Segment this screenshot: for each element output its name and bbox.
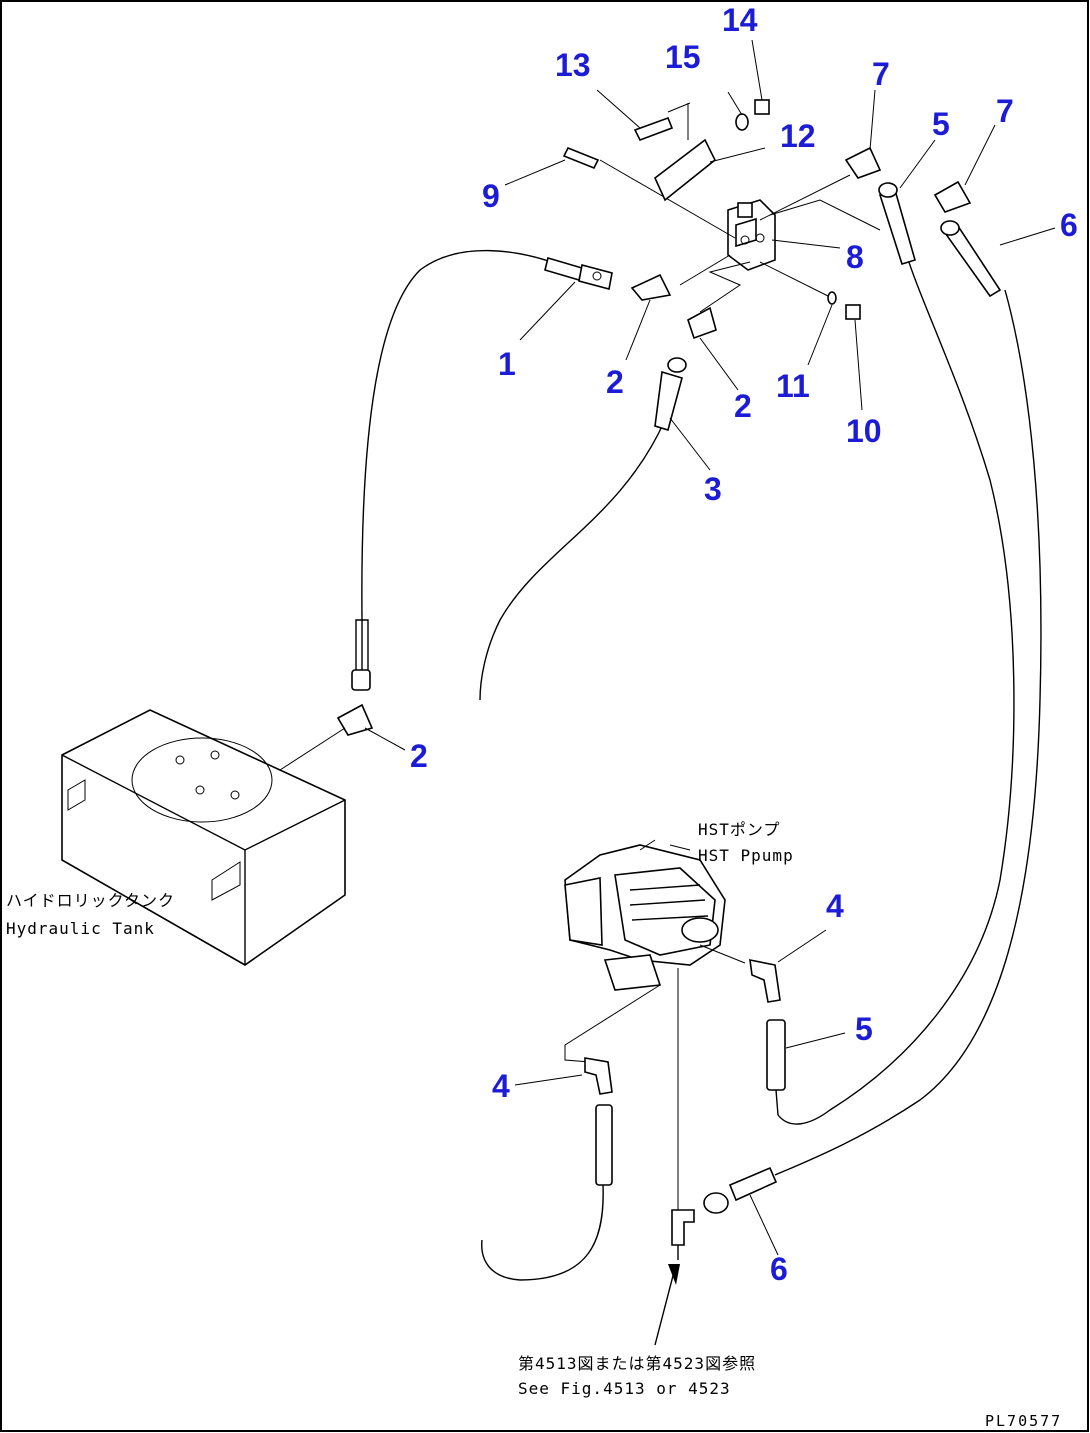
pump-label-jp: HSTポンプ [698, 820, 780, 839]
callout-7-a: 7 [872, 56, 890, 92]
callout-8: 8 [846, 239, 864, 275]
part-14-nut [754, 99, 770, 115]
tank-label-en: Hydraulic Tank [6, 919, 155, 938]
part-15-washer [735, 113, 749, 131]
hst-pump [564, 844, 726, 991]
part-13-bolt [633, 116, 674, 142]
part-2-elbow-tank [336, 703, 374, 736]
callout-2-valve-b: 2 [734, 388, 752, 424]
callout-5-bottom: 5 [855, 1011, 873, 1047]
hose-1-end-tank [351, 669, 371, 691]
hose-6-top [941, 225, 1002, 298]
callout-3: 3 [704, 471, 722, 507]
part-11 [827, 291, 837, 305]
hose-lower-left [481, 1184, 604, 1281]
hydraulic-tank [61, 709, 346, 966]
hose-1-end-valve [544, 256, 583, 282]
callout-10: 10 [846, 413, 882, 449]
callout-2-valve-a: 2 [606, 364, 624, 400]
part-7-elbow-b [933, 180, 972, 213]
hose-6-bottom [728, 1166, 778, 1202]
part-2-elbow-a [630, 273, 672, 301]
part-4-elbow-right [749, 958, 781, 1003]
part-9 [562, 146, 600, 170]
hose-6 [774, 289, 1042, 1176]
reference-label-en: See Fig.4513 or 4523 [518, 1379, 731, 1398]
reference-arrow-head [668, 1264, 680, 1285]
hose-5 [777, 249, 1015, 1125]
tee-fitting [671, 1209, 695, 1246]
callout-15: 15 [665, 39, 701, 75]
callout-9: 9 [482, 178, 500, 214]
callout-2-tank: 2 [410, 738, 428, 774]
hose-5-lower-stub [766, 1019, 786, 1091]
part-12-plate [654, 138, 717, 202]
tank-label-jp: ハイドロリックタンク [6, 891, 175, 910]
callout-5-top: 5 [932, 106, 950, 142]
reference-label-jp: 第4513図または第4523図参照 [518, 1354, 756, 1373]
part-2-elbow-b [687, 306, 717, 340]
part-7-elbow-a [844, 146, 882, 179]
callout-6-bottom: 6 [770, 1251, 788, 1287]
callout-4-left: 4 [492, 1068, 510, 1104]
drawing-code: PL70577 [985, 1412, 1062, 1430]
callout-14: 14 [722, 2, 758, 38]
callout-13: 13 [555, 47, 591, 83]
part-4-elbow-left [584, 1057, 613, 1095]
part-10-nut [845, 304, 861, 320]
callout-7-b: 7 [996, 93, 1014, 129]
valve-block [727, 199, 776, 271]
callout-1: 1 [498, 346, 516, 382]
callout-6-top: 6 [1060, 207, 1078, 243]
reference-arrow [654, 1267, 676, 1346]
callout-4-right: 4 [826, 888, 844, 924]
hose-5-top [878, 188, 916, 265]
hose-3 [479, 419, 666, 701]
hose-1 [361, 249, 561, 680]
callout-12: 12 [780, 118, 816, 154]
callout-11: 11 [776, 368, 810, 404]
pump-label-en: HST Ppump [698, 846, 794, 865]
